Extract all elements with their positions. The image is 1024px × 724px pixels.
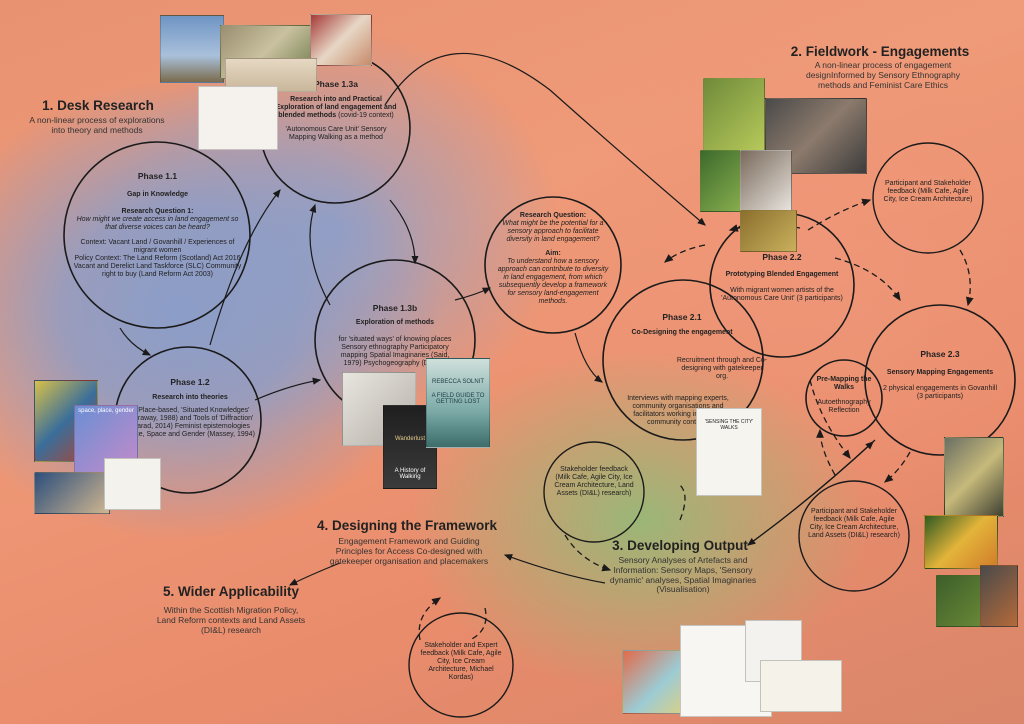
pre-mapping-heading: Pre-Mapping the Walks bbox=[816, 376, 872, 392]
phase-1-1-name: Phase 1.1 bbox=[137, 171, 178, 181]
phase-2-2-name: Phase 2.2 bbox=[762, 252, 802, 262]
phase-2-1-body2: Interviews with mapping experts, communi… bbox=[627, 395, 729, 427]
leaf-card-photo bbox=[703, 78, 765, 152]
feedback-framework-circle bbox=[408, 612, 514, 718]
phase-1-2-body: of Place-based, 'Situated Knowledges' (H… bbox=[125, 406, 255, 438]
rq-label: Research Question: bbox=[519, 212, 587, 219]
phase-1-3a-heading: Research into and Practical Exploration … bbox=[275, 95, 397, 119]
person-photo bbox=[980, 565, 1018, 627]
phase-1-1-heading: Gap in Knowledge bbox=[126, 190, 189, 198]
phase-1-1-rq-label: Research Question 1: bbox=[121, 207, 194, 215]
phase-1-3b-name: Phase 1.3b bbox=[372, 303, 418, 313]
designing-framework-title: 4. Designing the Framework bbox=[316, 518, 498, 533]
sky-photo bbox=[160, 15, 224, 83]
feedback-right-circle bbox=[798, 480, 910, 592]
phase-2-3-body: 2 physical engagements in Govanhill (3 p… bbox=[882, 384, 997, 400]
tree-photo bbox=[740, 210, 797, 252]
phase-2-1-circle bbox=[602, 279, 764, 441]
phase-1-3a-body: 'Autonomous Care Unit' Sensory Mapping W… bbox=[285, 125, 387, 141]
desk-research-subtitle: A non-linear process of explorations int… bbox=[29, 115, 165, 135]
phase-1-2-name: Phase 1.2 bbox=[170, 377, 210, 387]
phone-photo bbox=[740, 150, 792, 212]
phase-1-1: Phase 1.1 Gap in Knowledge Research Ques… bbox=[70, 171, 245, 279]
phase-1-3b: Phase 1.3b Exploration of methods for 's… bbox=[332, 303, 458, 368]
pre-mapping-body: Autoethnography Reflection bbox=[817, 399, 871, 415]
garden-photo bbox=[936, 575, 988, 627]
phase-2-2: Phase 2.2 Prototyping Blended Engagement… bbox=[712, 252, 852, 303]
street-photo bbox=[944, 437, 1004, 517]
phase-1-1-policy: Policy Context: The Land Reform (Scotlan… bbox=[73, 255, 242, 279]
pre-mapping: Pre-Mapping the Walks Autoethnography Re… bbox=[814, 376, 874, 415]
phase-1-2-heading: Research into theories bbox=[152, 393, 228, 401]
phase-2-2-heading: Prototyping Blended Engagement bbox=[725, 270, 839, 278]
book3-sub: A History of Walking bbox=[394, 468, 426, 480]
desk-research-title: 1. Desk Research bbox=[42, 98, 154, 113]
fieldwork-title: 2. Fieldwork - Engagements bbox=[790, 44, 970, 59]
book1-title: space, place, gender bbox=[78, 408, 134, 414]
wider-applicability-subtitle: Within the Scottish Migration Policy, La… bbox=[156, 605, 306, 635]
developing-output-title: 3. Developing Output bbox=[612, 538, 748, 553]
visualisation-sheet bbox=[760, 660, 842, 712]
feedback-output-circle bbox=[543, 441, 645, 543]
phase-1-1-circle bbox=[63, 141, 251, 329]
theory-photo bbox=[34, 472, 110, 514]
research-question: Research Question: What might be the pot… bbox=[497, 212, 609, 307]
research-question-circle bbox=[484, 196, 622, 334]
book4-label: 'SENSING THE CITY' WALKS bbox=[704, 419, 754, 431]
phase-1-3a-name: Phase 1.3a bbox=[314, 79, 358, 89]
solnit-book: REBECCA SOLNIT A FIELD GUIDE TO GETTING … bbox=[426, 358, 490, 448]
pre-mapping-circle bbox=[805, 359, 883, 437]
map-photo bbox=[310, 14, 372, 66]
sensing-the-city-booklet: 'SENSING THE CITY' WALKS bbox=[696, 408, 762, 496]
phase-2-3-heading: Sensory Mapping Engagements bbox=[886, 368, 994, 376]
phase-1-3b-heading: Exploration of methods bbox=[355, 318, 435, 326]
phase-2-1-name: Phase 2.1 bbox=[662, 312, 702, 322]
phase-2-1-body1: Recruitment through and Co-designing wit… bbox=[676, 357, 768, 381]
aim-label: Aim: bbox=[545, 250, 561, 258]
phase-1-1-context: Context: Vacant Land / Govanhill / Exper… bbox=[80, 238, 235, 254]
developing-output-subtitle: Sensory Analyses of Artefacts and Inform… bbox=[609, 555, 757, 595]
feedback-output-text: Stakeholder feedback (Milk Cafe, Agile C… bbox=[554, 466, 634, 498]
aim-text: To understand how a sensory approach can… bbox=[497, 258, 609, 306]
phase-1-3a-heading-note: (covid-19 context) bbox=[338, 111, 394, 119]
book2-title: REBECCA SOLNIT bbox=[431, 379, 484, 385]
phase-2-3-name: Phase 2.3 bbox=[920, 349, 960, 359]
phase-1-3b-body: for 'situated ways' of knowing places Se… bbox=[338, 335, 452, 367]
rq-question: What might be the potential for a sensor… bbox=[502, 220, 604, 244]
fieldwork-subtitle: A non-linear process of engagement desig… bbox=[805, 60, 961, 90]
document-photo bbox=[198, 86, 278, 150]
phase-2-1: Phase 2.1 Co-Designing the engagement bbox=[618, 312, 746, 337]
feedback-framework-text: Stakeholder and Expert feedback (Milk Ca… bbox=[420, 642, 502, 682]
phase-2-2-body: With migrant women artists of the 'Auton… bbox=[721, 286, 843, 302]
book3-title: Wanderlust bbox=[394, 436, 426, 442]
phase-1-3a: Phase 1.3a Research into and Practical E… bbox=[272, 79, 400, 142]
designing-framework-subtitle: Engagement Framework and Guiding Princip… bbox=[329, 536, 489, 566]
text-card bbox=[104, 458, 161, 510]
phase-2-3-circle bbox=[864, 304, 1016, 456]
phase-2-3: Phase 2.3 Sensory Mapping Engagements 2 … bbox=[880, 349, 1000, 401]
book2-sub: A FIELD GUIDE TO GETTING LOST bbox=[431, 393, 485, 405]
feedback-top-text: Participant and Stakeholder feedback (Mi… bbox=[883, 180, 973, 204]
phase-2-1-heading: Co-Designing the engagement bbox=[631, 328, 733, 336]
phase-1-1-rq: How might we create access in land engag… bbox=[76, 215, 239, 231]
feedback-top-circle bbox=[872, 142, 984, 254]
phase-1-2: Phase 1.2 Research into theories of Plac… bbox=[120, 377, 260, 439]
feedback-right-text: Participant and Stakeholder feedback (Mi… bbox=[808, 508, 900, 540]
wider-applicability-title: 5. Wider Applicability bbox=[163, 584, 299, 599]
fruit-photo bbox=[924, 515, 998, 569]
